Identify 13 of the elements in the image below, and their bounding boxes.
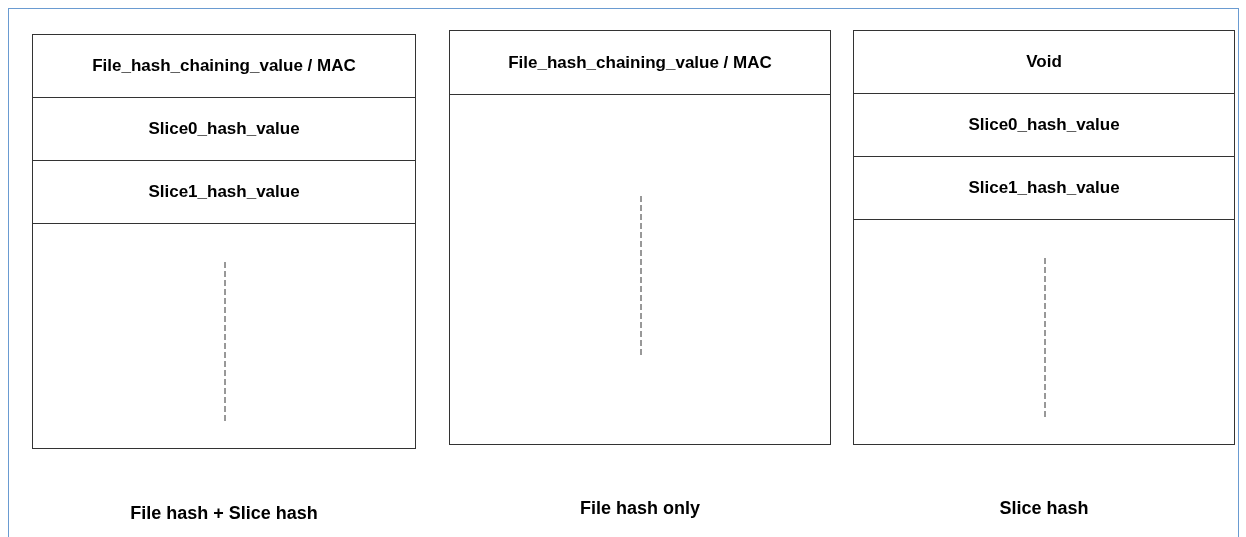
- field-name: File_hash_chaining_value / MAC: [92, 56, 356, 76]
- field-name: Slice0_hash_value: [148, 119, 300, 139]
- field-name: Slice1_hash_value: [148, 182, 300, 202]
- column-box: [32, 34, 416, 449]
- column-caption: File hash only: [579, 498, 701, 519]
- column-box: [449, 30, 831, 445]
- field-name: Slice1_hash_value: [968, 178, 1120, 198]
- field-name: Void: [1026, 52, 1062, 72]
- column-box: [853, 30, 1235, 445]
- field-name: File_hash_chaining_value / MAC: [508, 52, 772, 73]
- column-caption: File hash + Slice hash: [129, 503, 319, 524]
- field-name: Slice0_hash_value: [968, 115, 1120, 135]
- column-caption: Slice hash: [998, 498, 1090, 519]
